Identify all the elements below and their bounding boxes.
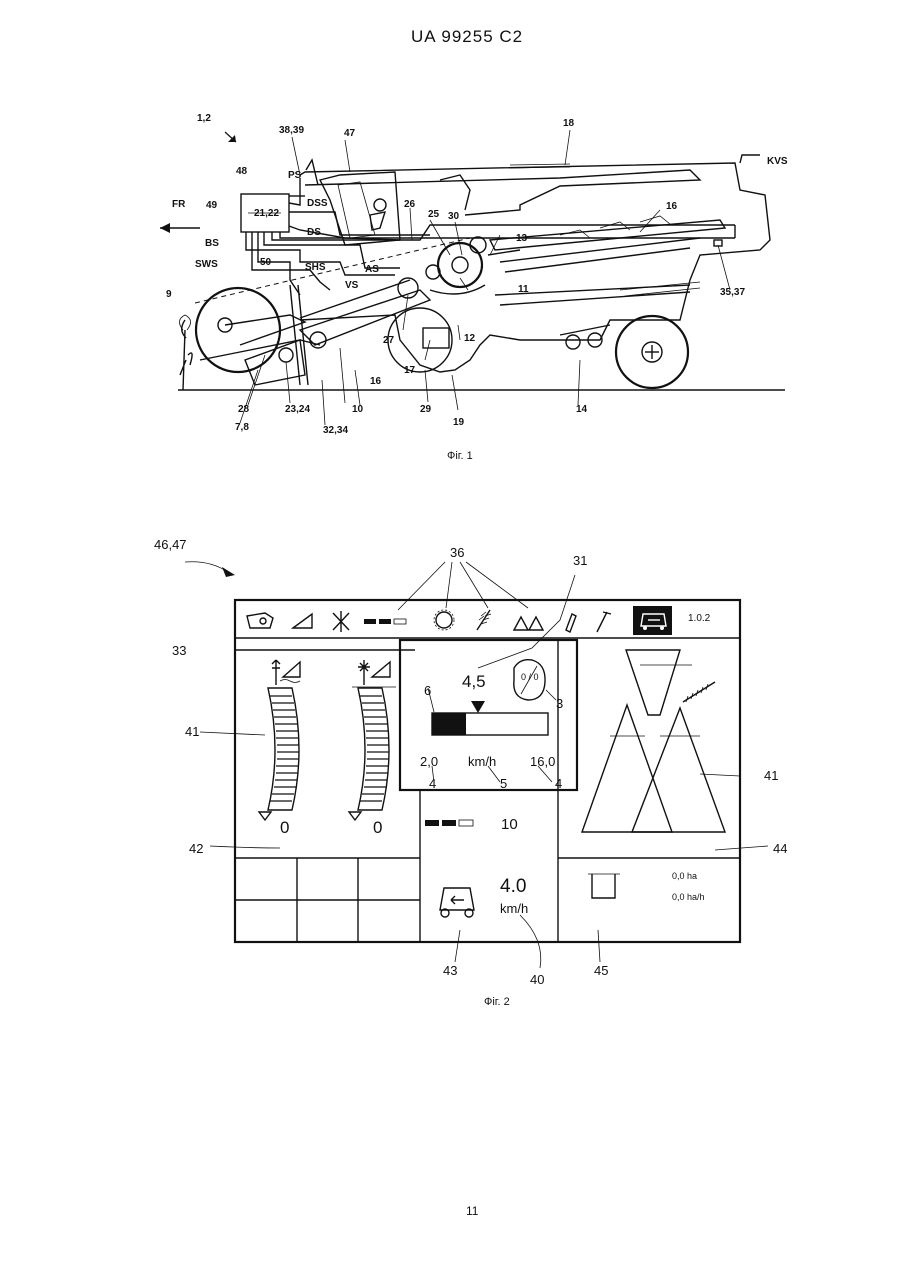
left-value-b: 0 (373, 818, 382, 838)
area-rate: 0,0 ha/h (672, 892, 705, 902)
fig2-callout: 46,47 (154, 537, 187, 552)
fig2-callout: 41 (764, 768, 778, 783)
fig2-callout: 41 (185, 724, 199, 739)
fig2-callout: 4 (429, 776, 436, 791)
scale-max: 16,0 (530, 754, 555, 769)
fig2-callout: 31 (573, 553, 587, 568)
software-version: 1.0.2 (688, 613, 710, 624)
center-value: 10 (501, 816, 518, 833)
set-value: 4,5 (462, 672, 486, 692)
fig2-callout: 44 (773, 841, 787, 856)
fig2-callout: 36 (450, 545, 464, 560)
fig2-callout: 6 (424, 683, 431, 698)
figure-2-caption: Фіг. 2 (484, 996, 510, 1008)
speed-value: 4.0 (500, 876, 526, 898)
left-value-a: 0 (280, 818, 289, 838)
scale-unit: km/h (468, 754, 496, 769)
speed-unit: km/h (500, 901, 528, 916)
fig2-callout: 45 (594, 963, 608, 978)
fig2-callout: 5 (500, 776, 507, 791)
gauge-icon-text: 0 / 0 (521, 672, 539, 682)
fig2-callout: 43 (443, 963, 457, 978)
fig2-callout: 42 (189, 841, 203, 856)
area-total: 0,0 ha (672, 871, 697, 881)
fig2-callout: 3 (556, 696, 563, 711)
page-number: 11 (466, 1204, 478, 1218)
fig2-callout: 33 (172, 643, 186, 658)
fig2-callout: 4 (555, 776, 562, 791)
scale-min: 2,0 (420, 754, 438, 769)
fig2-callout: 40 (530, 972, 544, 987)
